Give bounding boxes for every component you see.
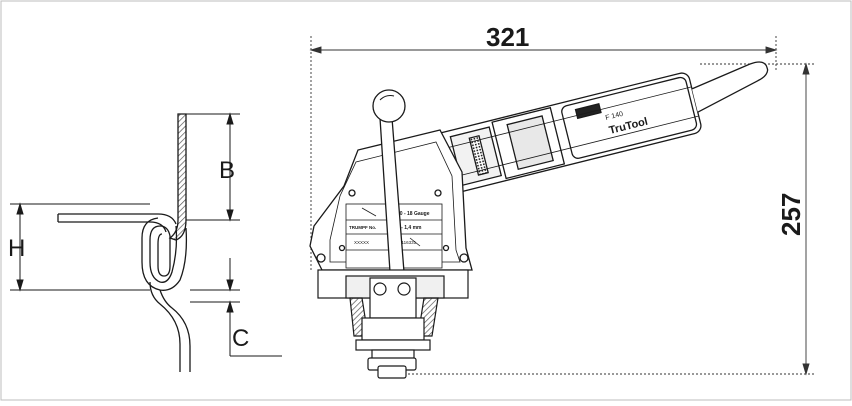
plate-part-number: 0116331: [399, 240, 417, 245]
lower-sheet: [149, 281, 191, 372]
horizontal-flange: [57, 213, 177, 233]
dim-h-label: H: [8, 235, 25, 262]
dim-b: [186, 112, 240, 222]
width-dimension-label: 321: [486, 22, 529, 52]
profile-diagram: [10, 112, 282, 372]
motor-housing: [430, 61, 769, 195]
dim-b-label: B: [219, 157, 235, 184]
vertical-sheet: [168, 113, 187, 241]
folded-seam: [149, 225, 178, 283]
forming-unit: [317, 269, 469, 379]
width-dimension: [309, 36, 778, 270]
height-dimension-label: 257: [776, 193, 806, 236]
plate-serial: XXXXX: [354, 240, 369, 245]
dim-h: [10, 202, 150, 292]
folded-seam-inner: [141, 217, 188, 291]
dim-c: [190, 258, 282, 357]
plate-thickness: 1 - 1,4 mm: [397, 225, 422, 231]
model-label: F 140: [605, 111, 624, 122]
lever[interactable]: [372, 89, 406, 273]
dim-c-label: C: [232, 325, 249, 352]
plate-trumpf-no: TRUMPF No.: [349, 225, 376, 230]
plate-gauge: 20 - 18 Gauge: [397, 211, 430, 217]
